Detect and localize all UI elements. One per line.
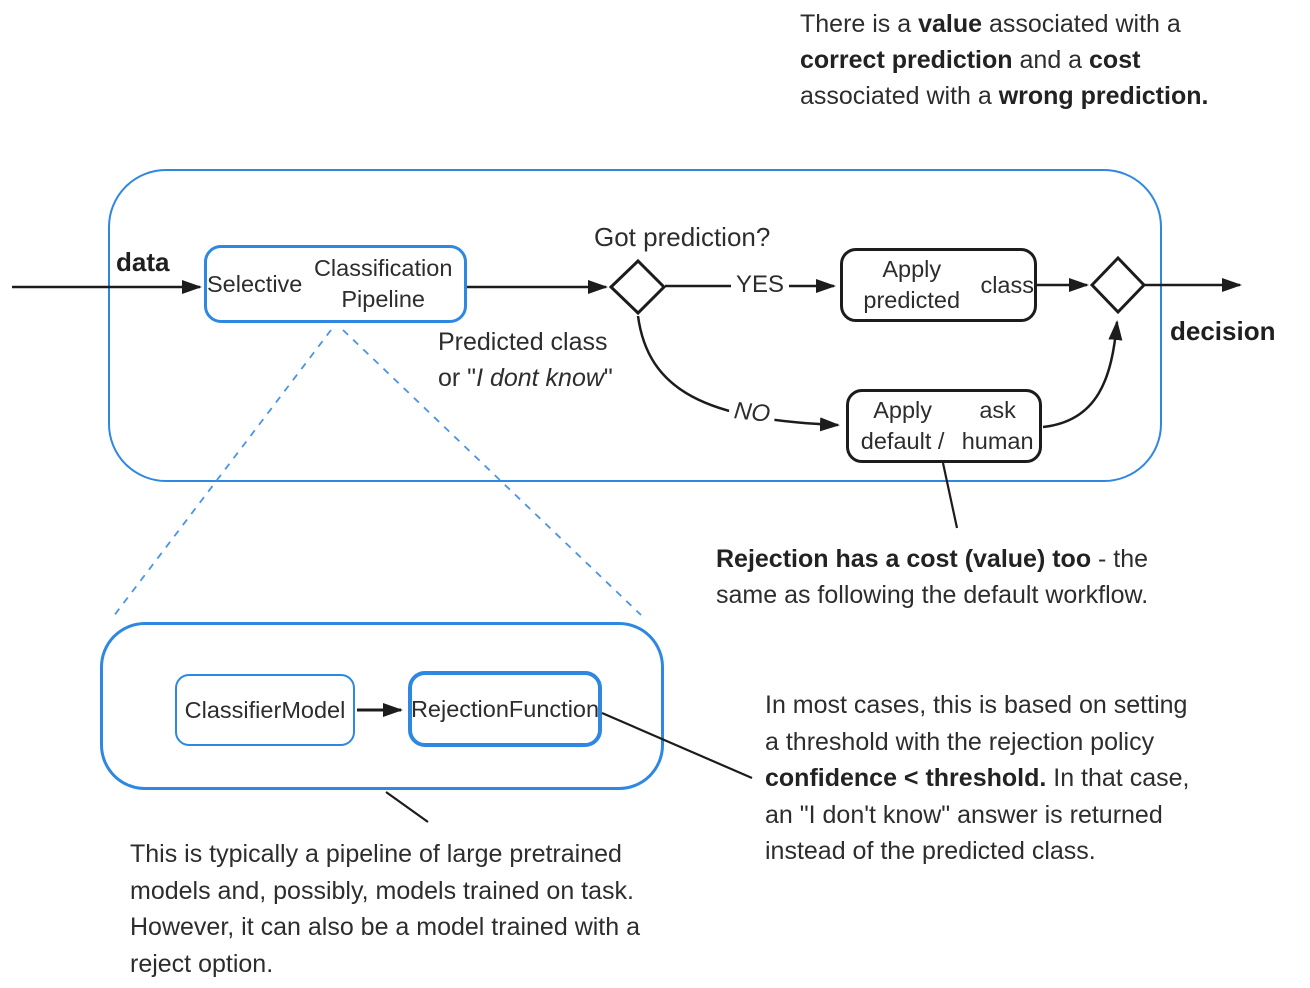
pipeline-detail-leader-line — [385, 791, 429, 823]
yes-branch-label: YES — [731, 271, 790, 299]
data-label: data — [116, 247, 170, 277]
apply-default-ask-human-node: Apply default /ask human — [846, 389, 1042, 463]
no-branch-label: NO — [727, 396, 777, 430]
expanded-pipeline-container — [100, 622, 664, 790]
got-prediction-label: Got prediction? — [594, 222, 771, 252]
decision-label: decision — [1170, 316, 1276, 346]
pipeline-detail-note: This is typically a pipeline of large pr… — [130, 840, 640, 978]
